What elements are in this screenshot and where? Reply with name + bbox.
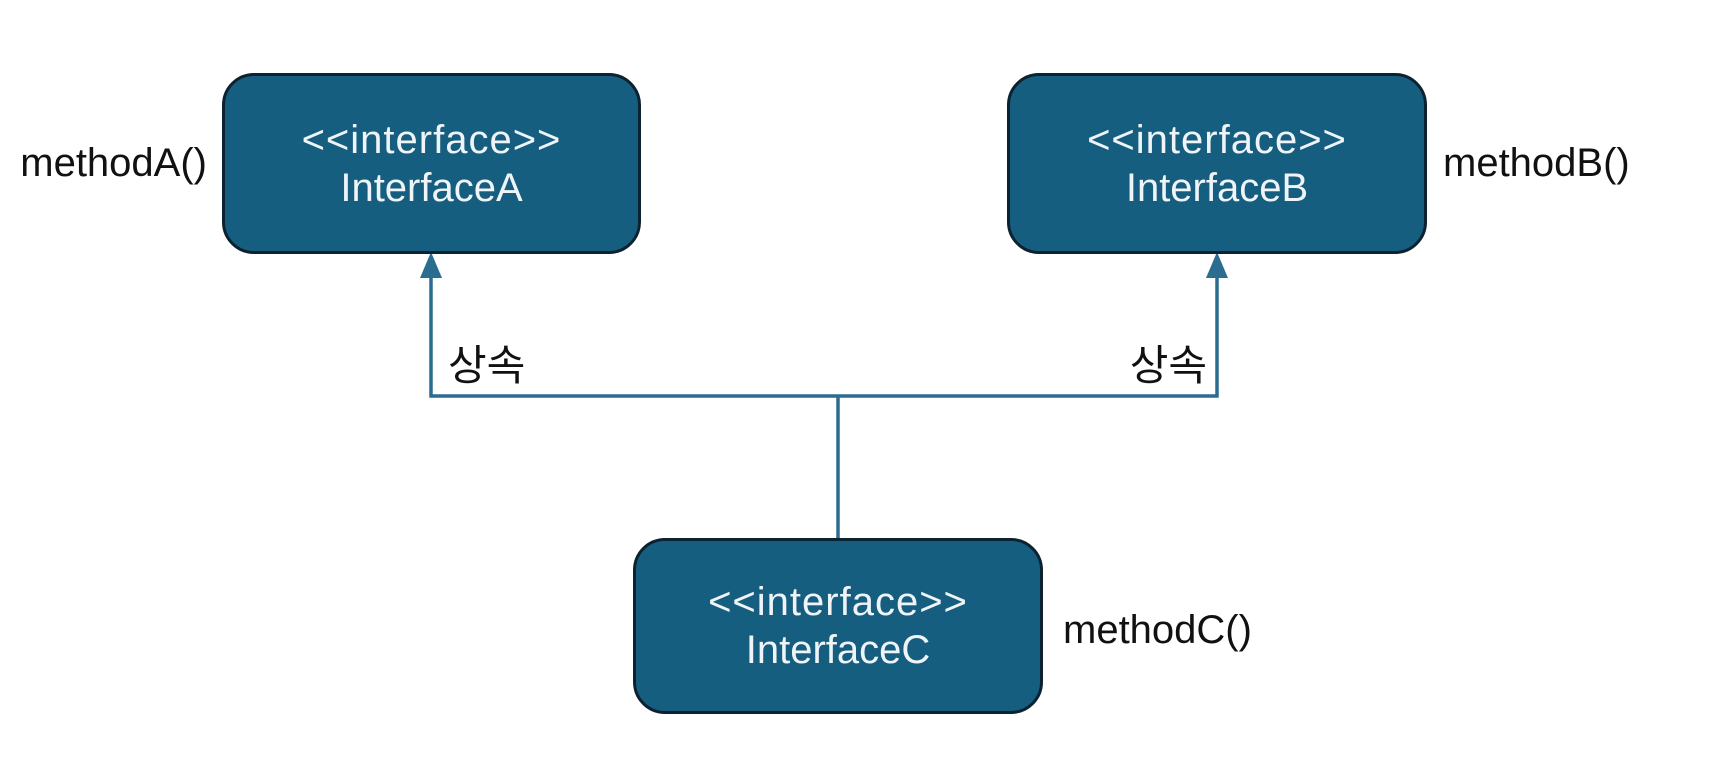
arrowhead-to-interface-a: [420, 252, 442, 278]
edge-label-inheritance-a: 상속: [448, 342, 526, 389]
edge-label-inheritance-b: 상속: [1129, 342, 1207, 389]
arrowhead-to-interface-b: [1206, 252, 1228, 278]
method-label-interface-b: methodB(): [1443, 141, 1630, 185]
node-interface-a-name: InterfaceA: [340, 165, 523, 210]
method-label-interface-a: methodA(): [20, 141, 207, 185]
node-interface-b-name: InterfaceB: [1125, 165, 1309, 210]
method-label-interface-c: methodC(): [1063, 608, 1252, 652]
node-interface-c-stereotype: <<interface>>: [708, 580, 968, 624]
node-interface-a: <<interface>> InterfaceA: [222, 73, 641, 254]
node-interface-a-stereotype: <<interface>>: [301, 117, 562, 162]
inheritance-edge-lines: [429, 272, 1219, 538]
node-interface-c-name: InterfaceC: [745, 628, 931, 672]
node-interface-b-stereotype: <<interface>>: [1087, 117, 1347, 162]
node-interface-b: <<interface>> InterfaceB: [1007, 73, 1427, 254]
node-interface-c: <<interface>> InterfaceC: [633, 538, 1043, 714]
